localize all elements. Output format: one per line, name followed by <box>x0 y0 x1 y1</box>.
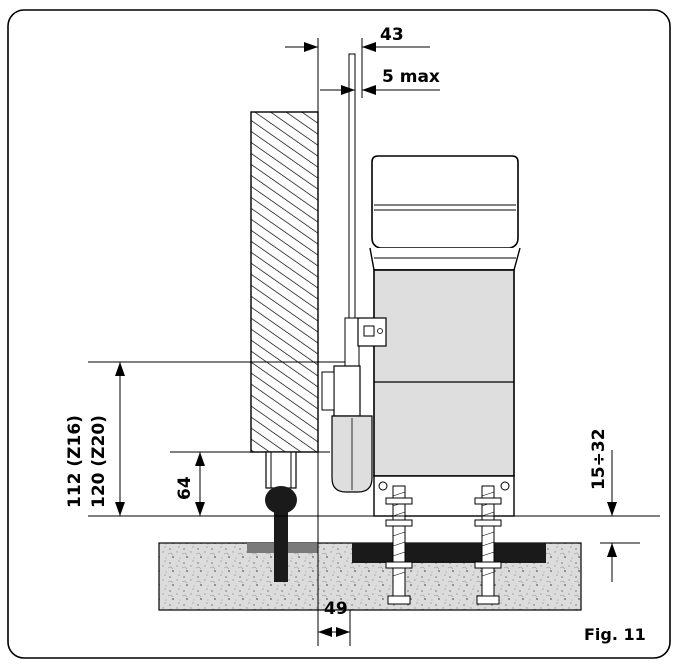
motor-cover <box>371 155 519 249</box>
base-screw-left <box>378 481 388 491</box>
base-screw-right <box>500 481 510 491</box>
gate-leaf <box>250 111 319 453</box>
figure-label: Fig. 11 <box>584 625 646 644</box>
dimension-15-32: 15÷32 <box>589 428 609 490</box>
foundation-plate <box>352 543 546 563</box>
guide-rail <box>274 500 288 582</box>
motor-body <box>373 269 515 477</box>
dimension-120-z20: 120 (Z20) <box>89 415 109 508</box>
dimension-arrows <box>115 42 617 637</box>
dimension-64: 64 <box>175 476 195 500</box>
pinion <box>321 371 335 411</box>
release-lock-key <box>363 325 375 337</box>
dimension-43: 43 <box>380 25 404 45</box>
rack-bracket <box>344 317 360 367</box>
dimension-112-z16: 112 (Z16) <box>65 415 85 508</box>
dimension-49: 49 <box>324 599 348 619</box>
dimension-5-max: 5 max <box>382 67 440 87</box>
pinion-housing <box>333 365 361 417</box>
